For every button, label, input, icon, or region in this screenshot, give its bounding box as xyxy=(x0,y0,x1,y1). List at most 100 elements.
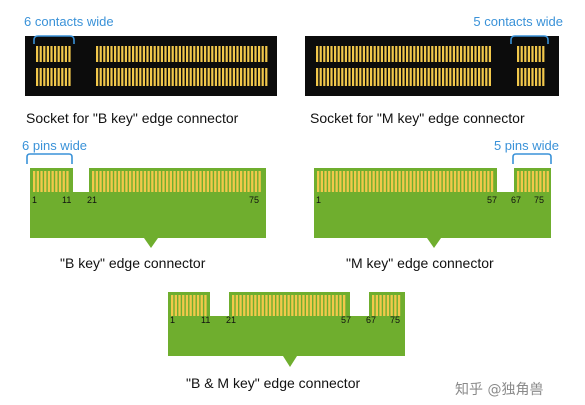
socket-contact xyxy=(337,68,340,86)
edge-pin xyxy=(331,171,335,192)
edge-pin xyxy=(490,171,494,192)
socket-contact xyxy=(204,68,207,86)
socket-contact xyxy=(463,46,466,62)
socket-contact xyxy=(452,46,455,62)
edge-pin xyxy=(416,171,420,192)
socket-contact xyxy=(344,46,347,62)
edge-pin xyxy=(394,171,397,192)
edge-pin xyxy=(361,171,364,192)
socket-contact xyxy=(265,46,268,62)
pin-number: 75 xyxy=(534,195,544,205)
socket-contact xyxy=(485,68,488,86)
socket-contact xyxy=(54,46,57,62)
socket-contact xyxy=(160,46,163,62)
socket-contact xyxy=(377,46,380,62)
edge-pin xyxy=(472,171,475,192)
edge-pin xyxy=(185,295,189,316)
socket-contact xyxy=(110,68,113,86)
socket-contact xyxy=(406,46,409,62)
edge-pin xyxy=(372,171,375,192)
socket-contact xyxy=(186,46,189,62)
edge-pin xyxy=(121,171,124,192)
socket-contact xyxy=(409,46,412,62)
socket-contact xyxy=(395,68,398,86)
socket-contact xyxy=(153,46,156,62)
pin-number: 67 xyxy=(366,315,376,325)
socket-contact xyxy=(449,68,452,86)
edge-pin xyxy=(283,295,287,316)
socket-contact xyxy=(46,46,49,62)
edge-pin xyxy=(343,295,346,316)
socket-contact xyxy=(330,46,333,62)
socket-contact xyxy=(427,46,430,62)
edge-pin xyxy=(99,171,102,192)
socket-contact xyxy=(160,68,163,86)
socket-contact xyxy=(431,46,434,62)
socket-contact xyxy=(99,68,102,86)
socket-contact xyxy=(420,46,423,62)
edge-pin xyxy=(204,295,207,316)
connector-m-label: "M key" edge connector xyxy=(346,255,494,271)
socket-contact xyxy=(168,68,171,86)
socket-contact xyxy=(218,46,221,62)
edge-pin xyxy=(261,295,264,316)
socket-contact xyxy=(323,68,326,86)
socket-contact xyxy=(68,68,71,86)
pin-number: 75 xyxy=(390,315,400,325)
socket-contact xyxy=(229,46,232,62)
socket-b-width-note: 6 contacts wide xyxy=(24,14,114,29)
edge-pin xyxy=(103,171,106,192)
pin-number: 1 xyxy=(316,195,321,205)
socket-contact xyxy=(218,68,221,86)
pin-number: 75 xyxy=(249,195,259,205)
edge-pin xyxy=(250,295,253,316)
edge-pin xyxy=(468,171,471,192)
edge-pin xyxy=(320,171,323,192)
socket-contact xyxy=(481,46,484,62)
edge-pin xyxy=(240,171,243,192)
edge-pin xyxy=(199,171,202,192)
socket-contact xyxy=(427,68,430,86)
socket-contact xyxy=(222,68,225,86)
socket-contact xyxy=(413,68,416,86)
edge-pin xyxy=(442,171,446,192)
socket-contact xyxy=(139,68,142,86)
socket-contact xyxy=(319,46,322,62)
socket-contact xyxy=(316,68,319,86)
edge-pin xyxy=(386,295,390,316)
edge-pin xyxy=(431,171,434,192)
socket-contact xyxy=(319,68,322,86)
socket-contact xyxy=(175,68,178,86)
edge-pin xyxy=(335,171,338,192)
socket-contact xyxy=(258,68,261,86)
socket-contact xyxy=(470,68,473,86)
edge-pin xyxy=(409,171,412,192)
socket-contact xyxy=(517,68,520,86)
socket-contact xyxy=(488,46,491,62)
socket-contact xyxy=(352,68,355,86)
socket-contact xyxy=(442,68,445,86)
socket-contact xyxy=(362,68,365,86)
socket-contact xyxy=(380,68,383,86)
socket-contact xyxy=(370,46,373,62)
edge-pin xyxy=(272,295,275,316)
socket-b-body xyxy=(25,36,277,96)
socket-contact xyxy=(171,68,174,86)
edge-pin xyxy=(424,171,427,192)
edge-pin xyxy=(257,295,261,316)
edge-pin xyxy=(184,171,187,192)
edge-pin xyxy=(535,171,538,192)
connector-m-pins xyxy=(317,171,549,192)
socket-contact xyxy=(424,68,427,86)
socket-contact xyxy=(117,68,120,86)
socket-contact xyxy=(132,46,135,62)
socket-contact xyxy=(64,68,67,86)
socket-contact xyxy=(384,46,387,62)
edge-pin xyxy=(265,295,268,316)
socket-contact xyxy=(182,46,185,62)
edge-pin xyxy=(246,295,250,316)
edge-pin xyxy=(520,171,523,192)
edge-pin xyxy=(313,295,316,316)
socket-contact xyxy=(478,68,481,86)
